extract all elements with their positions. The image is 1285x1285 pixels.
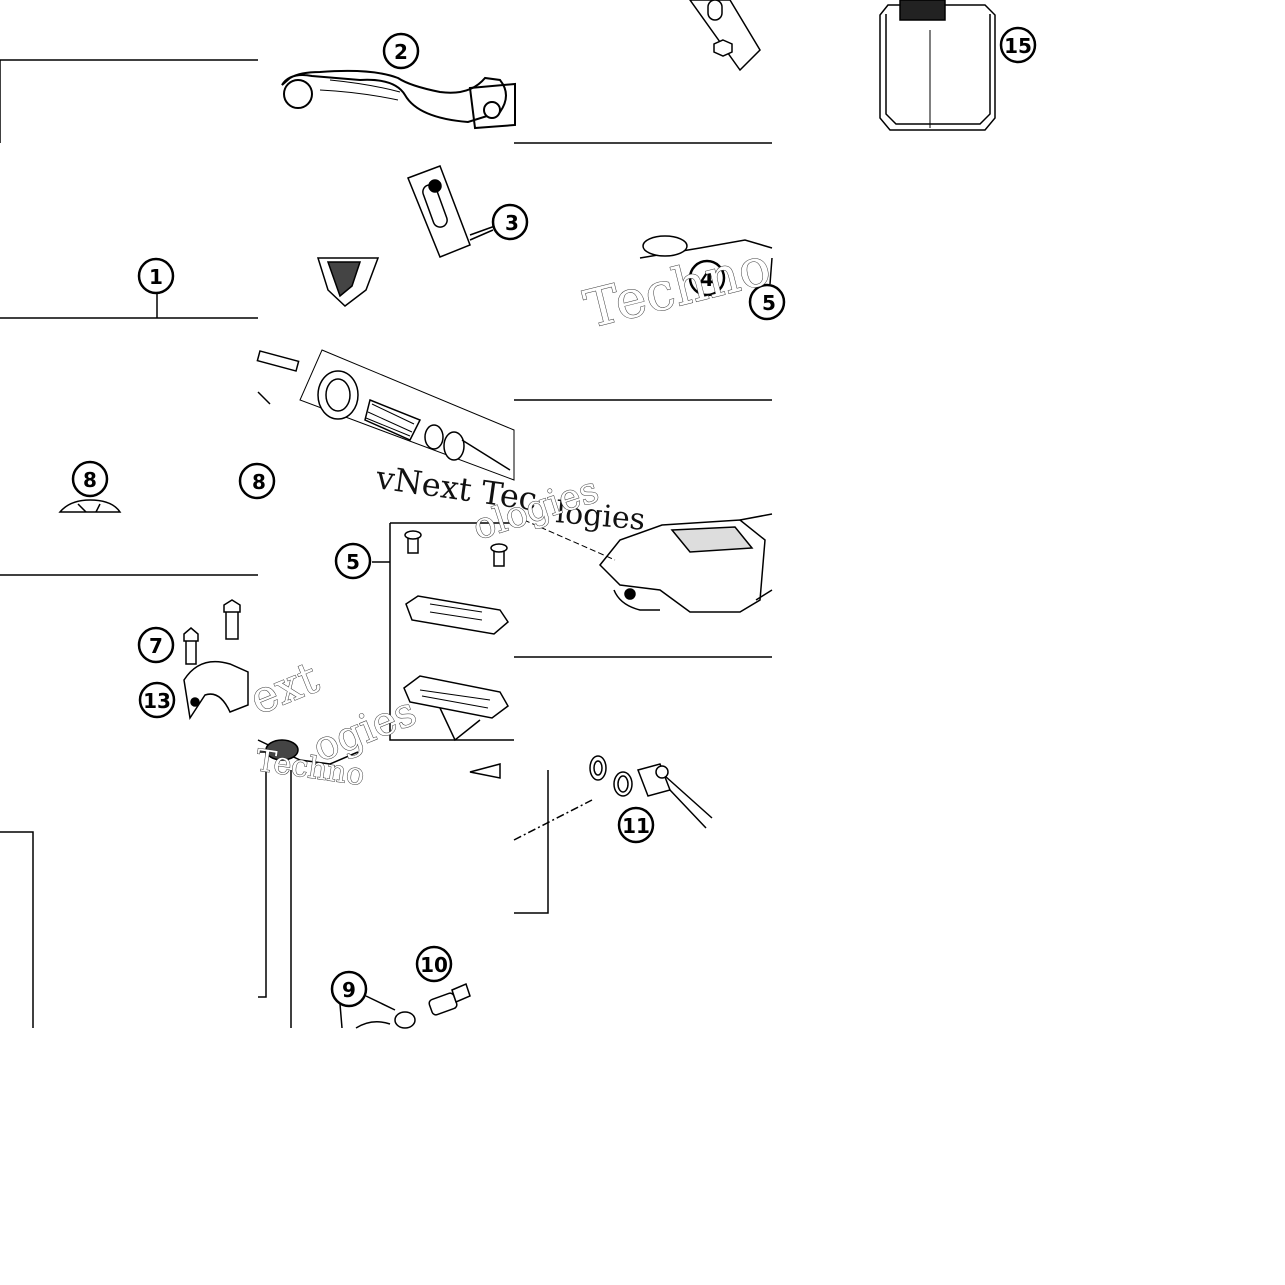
callout-label-5: 5 bbox=[346, 550, 360, 574]
callout-circle-13 bbox=[138, 681, 176, 719]
callout-label-9: 9 bbox=[342, 978, 356, 1002]
part-8-nut-drawing bbox=[58, 499, 122, 513]
callout-circle-1 bbox=[137, 257, 175, 295]
callout-label-8: 8 bbox=[83, 468, 97, 492]
callout-label-11: 11 bbox=[622, 814, 650, 838]
callout-circle-3 bbox=[491, 203, 529, 241]
clutch-lever-drawing bbox=[281, 69, 516, 130]
callout-circle-8 bbox=[71, 460, 109, 498]
callout-label-4: 4 bbox=[700, 267, 714, 291]
watermark-text: logies bbox=[554, 495, 646, 538]
adjuster-plate-drawing bbox=[407, 0, 761, 258]
oil-bottle-drawing bbox=[879, 0, 996, 131]
callout-label-7: 7 bbox=[149, 634, 163, 658]
watermark-text: ext bbox=[243, 652, 326, 725]
callout-label-5b: 5 bbox=[762, 291, 776, 315]
callout-circle-5b bbox=[748, 283, 786, 321]
callout-label-13: 13 bbox=[143, 689, 171, 713]
reservoir-body-drawing bbox=[523, 513, 773, 613]
callout-label-2: 2 bbox=[394, 40, 408, 64]
frame-line bbox=[0, 831, 34, 1028]
callout-11-bracket bbox=[514, 770, 549, 914]
watermark-text: Techno bbox=[579, 237, 777, 341]
callout-circle-2 bbox=[382, 32, 420, 70]
callout-circle-7 bbox=[137, 626, 175, 664]
callout-circle-8b bbox=[238, 462, 276, 500]
callout-label-8b: 8 bbox=[252, 470, 266, 494]
master-cylinder-top-drawing bbox=[316, 235, 773, 307]
banjo-bolt-drawing bbox=[355, 982, 471, 1029]
clamp-bolts-drawing bbox=[183, 599, 249, 721]
piston-kit-drawing bbox=[256, 349, 515, 481]
callout-circle-10 bbox=[415, 945, 453, 983]
callout-circle-15 bbox=[999, 26, 1037, 64]
callout-circle-9 bbox=[330, 970, 368, 1008]
callout-11-leader bbox=[513, 799, 593, 841]
callout-circle-5 bbox=[334, 542, 372, 580]
callout-circle-4 bbox=[688, 259, 726, 297]
callout-label-10: 10 bbox=[420, 953, 448, 977]
hose-fragment-drawing bbox=[257, 739, 501, 779]
frame-line bbox=[258, 751, 267, 998]
hose-fitting-drawing bbox=[589, 755, 713, 829]
callout-circle-11 bbox=[617, 806, 655, 844]
callout-label-3: 3 bbox=[505, 211, 519, 235]
callout-label-1: 1 bbox=[149, 265, 163, 289]
callout-label-15: 15 bbox=[1004, 34, 1032, 58]
reservoir-cover-kit-drawing bbox=[372, 522, 514, 742]
